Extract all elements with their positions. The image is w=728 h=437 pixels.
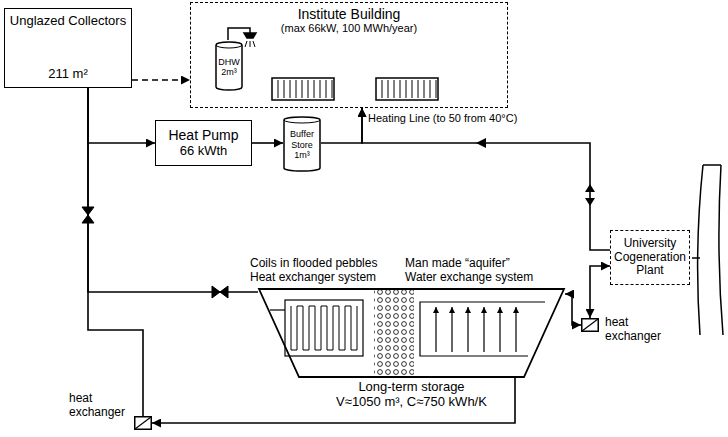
pipe-connector: [321, 108, 362, 143]
radiator-symbol: [406, 80, 407, 98]
storage-internals: [291, 306, 357, 350]
building-region: Institute Building(max 66kW, 100 MWh/yea…: [190, 2, 508, 108]
heat-exchanger-symbol: heat exchanger: [134, 416, 152, 430]
part-name: heat exchanger: [69, 392, 131, 420]
pipe-connector: [252, 142, 283, 144]
radiator-symbol: [436, 80, 437, 98]
volume-value: 2m³: [221, 67, 237, 77]
radiator-symbol: [296, 80, 297, 98]
radiator-symbol: [332, 80, 333, 98]
radiator-symbol: [272, 78, 334, 100]
radiator-symbol: [394, 80, 395, 98]
radiator-symbol: [326, 80, 327, 98]
pipe-connector: [565, 294, 581, 325]
radiator-symbol: [418, 80, 419, 98]
pipe-connector: [362, 108, 610, 250]
radiator-symbol: [382, 80, 383, 98]
label-holder: heat exchanger: [605, 316, 667, 344]
heat-exchanger-symbol: heat exchanger: [581, 318, 599, 332]
area-value: 211 m²: [48, 67, 88, 82]
radiator-symbol: [272, 78, 438, 100]
load-note: (max 66kW, 100 MWh/year): [281, 22, 417, 35]
buffer-tank: Buffer Store1m³: [283, 116, 321, 172]
storage-internals: [420, 302, 545, 356]
collector-box: Unglazed Collectors 211 m²: [4, 8, 132, 88]
storage-basin-outline: [258, 288, 565, 378]
storage-title: Long-term storage: [258, 380, 565, 395]
chimney-symbol: [719, 165, 723, 335]
radiator-symbol: [284, 80, 285, 98]
chimney-symbol: [692, 165, 723, 335]
heat-exchanger-symbol-outline: [581, 318, 599, 332]
pipe-connector: [590, 266, 610, 318]
valve-symbol: [82, 207, 228, 298]
part-name: heat exchanger: [605, 316, 667, 344]
shower-symbol: [244, 33, 256, 38]
storage-internals: [436, 307, 516, 352]
storage-internals: [499, 307, 500, 352]
zone-note: Coils in flooded pebbles Heat exchanger …: [250, 256, 400, 285]
chimney-symbol: [703, 164, 721, 166]
storage-internals: [374, 290, 414, 376]
radiator-symbol: [278, 80, 279, 98]
label-holder: Long-term storageV≈1050 m³, C≈750 kWh/K: [258, 380, 565, 410]
pipe-connector: [88, 88, 258, 292]
dhw-tank: DHW2m³: [215, 41, 243, 91]
volume-value: 1m³: [294, 150, 310, 160]
storage-internals: [451, 307, 452, 352]
pipe-connector: [88, 88, 143, 416]
line-note: Heating Line (to 50 from 40°C): [368, 112, 543, 125]
storage-internals: [285, 300, 363, 356]
capacity-value: V≈1050 m³, C≈750 kWh/K: [258, 395, 565, 410]
storage-basin: Long-term storageV≈1050 m³, C≈750 kWh/K: [258, 288, 565, 378]
heat-pump-box: Heat Pump66 kWth: [155, 120, 252, 166]
radiator-symbol: [320, 80, 321, 98]
flow-arrow: [476, 138, 595, 206]
radiator-symbol: [424, 80, 425, 98]
box-title: Heat Pump: [168, 127, 238, 143]
storage-internals: [467, 307, 468, 352]
shower-symbol: [245, 41, 255, 47]
radiator-symbol: [430, 80, 431, 98]
radiator-symbol: [314, 80, 315, 98]
pipe-connector: [132, 79, 190, 81]
radiator-symbol: [302, 80, 303, 98]
storage-internals: [270, 309, 285, 310]
pipe-connector: [88, 88, 155, 143]
radiator-symbol: [412, 80, 413, 98]
box-title: University Cogeneration Plant: [614, 237, 686, 278]
region-title: Institute Building: [298, 6, 401, 22]
storage-internals: [483, 307, 484, 352]
box-title: Unglazed Collectors: [10, 14, 126, 29]
chimney-symbol: [698, 165, 703, 335]
radiator-symbol: [388, 80, 389, 98]
cogeneration-box: University Cogeneration Plant: [610, 230, 690, 285]
power-value: 66 kWth: [180, 144, 228, 159]
radiator-symbol: [400, 80, 401, 98]
label-holder: heat exchanger: [69, 392, 131, 420]
zone-note: Man made “aquifer” Water exchange system: [405, 256, 540, 285]
radiator-symbol: [290, 80, 291, 98]
radiator-symbol: [308, 80, 309, 98]
storage-internals: [435, 307, 436, 352]
storage-internals: [270, 290, 545, 376]
radiator-symbol: [376, 78, 438, 100]
tank-name: DHW: [218, 57, 240, 67]
tank-name: Buffer Store: [284, 129, 320, 150]
storage-internals: [515, 307, 516, 352]
chimney-symbol: [692, 257, 700, 259]
heat-exchanger-symbol-outline: [134, 416, 152, 430]
